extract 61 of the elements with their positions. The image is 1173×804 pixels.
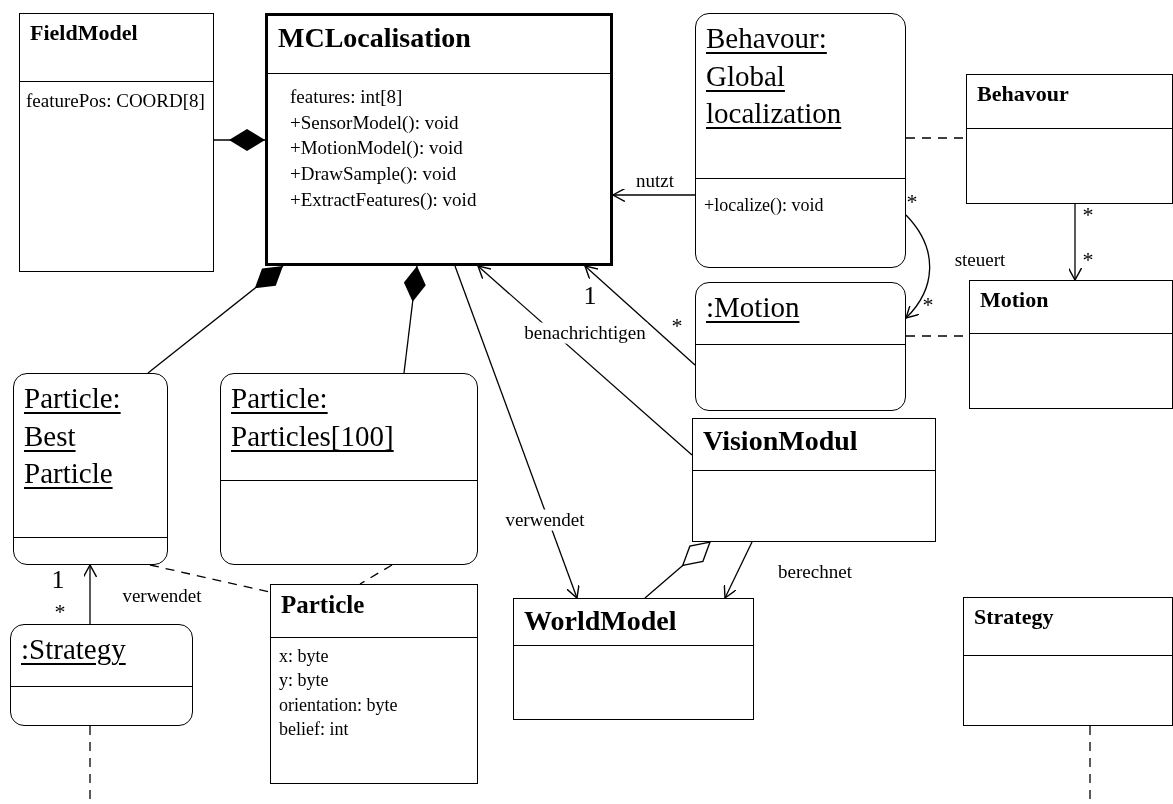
member-text: +SensorModel(): void xyxy=(290,110,460,135)
class-name: Behavour xyxy=(977,81,1070,107)
connector-line xyxy=(612,187,696,203)
class-box xyxy=(513,598,754,720)
class-name: Motion xyxy=(980,287,1050,313)
object-box xyxy=(13,373,168,565)
object-box xyxy=(695,282,906,411)
class-box xyxy=(969,280,1173,409)
multiplicity: * xyxy=(54,601,66,623)
class-box xyxy=(692,418,936,542)
object-box xyxy=(10,624,193,726)
multiplicity: * xyxy=(906,191,918,213)
object-name: :Motion xyxy=(706,290,801,325)
class-name: WorldModel xyxy=(524,605,678,638)
connector-line xyxy=(1067,203,1083,281)
multiplicity: * xyxy=(1082,204,1094,226)
connector-line xyxy=(905,214,931,319)
class-box xyxy=(966,74,1173,204)
connector-line xyxy=(82,564,98,625)
class-name: FieldModel xyxy=(30,20,139,46)
member-text: orientation: byte xyxy=(279,693,399,717)
connector-line xyxy=(359,564,393,585)
class-box xyxy=(19,13,214,272)
class-box xyxy=(270,584,478,784)
object-box xyxy=(695,13,906,268)
member-text: features: int[8] xyxy=(290,85,404,109)
member-text: y: byte xyxy=(279,669,330,693)
member-text: belief: int xyxy=(279,717,350,741)
member-text: +localize(): void xyxy=(704,194,825,217)
member-text: +MotionModel(): void xyxy=(290,136,464,161)
multiplicity: * xyxy=(671,315,683,337)
multiplicity: * xyxy=(922,294,934,316)
edge-label: verwendet xyxy=(503,509,587,531)
class-name: Strategy xyxy=(974,604,1055,630)
class-name: MCLocalisation xyxy=(278,22,472,55)
connector-line xyxy=(477,265,693,456)
object-name: :Strategy xyxy=(21,632,127,667)
multiplicity: 1 xyxy=(583,283,597,309)
connector-line xyxy=(213,129,266,151)
member-text: x: byte xyxy=(279,645,330,668)
object-box xyxy=(220,373,478,565)
member-text: +DrawSample(): void xyxy=(290,161,458,186)
object-name: Particle: Particles[100] xyxy=(231,381,395,454)
connector-line xyxy=(147,265,284,374)
class-name: VisionModul xyxy=(703,425,859,458)
object-name: Particle: Best Particle xyxy=(24,381,122,492)
connector-line xyxy=(454,265,580,599)
class-name: Particle xyxy=(281,591,366,620)
edge-label: benachrichtigen xyxy=(522,322,648,344)
connector-line xyxy=(403,265,426,374)
class-box xyxy=(963,597,1173,726)
connector-line xyxy=(644,541,711,599)
connector-line xyxy=(149,564,271,593)
member-text: featurePos: COORD[8] xyxy=(26,89,206,113)
class-box xyxy=(265,13,613,266)
connector-line xyxy=(584,265,696,366)
multiplicity: 1 xyxy=(51,567,65,593)
multiplicity: * xyxy=(1082,249,1094,271)
member-text: +ExtractFeatures(): void xyxy=(290,187,478,212)
object-name: Behavour: Global localization xyxy=(706,21,843,132)
connector-line xyxy=(723,541,753,599)
